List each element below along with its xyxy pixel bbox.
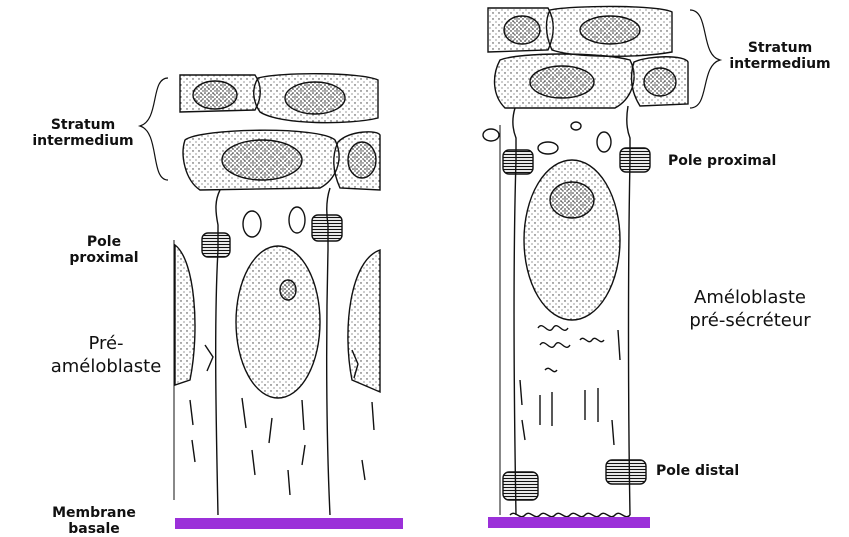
left-cell-label: Pré- améloblaste [36,332,176,379]
right-stratum-label: Stratum intermedium [725,40,835,72]
right-cell-drawing [483,6,688,528]
left-cell-drawing [174,74,403,529]
left-membrane-basale-bar [175,518,403,529]
left-membrane-label: Membrane basale [34,505,154,537]
right-pole-proximal-label: Pole proximal [668,153,818,169]
left-stratum-label: Stratum intermedium [28,117,138,149]
right-cell-line2: pré-sécréteur [670,309,830,332]
left-pole-proximal-label: Pole proximal [64,234,144,266]
right-cell-label: Améloblaste pré-sécréteur [670,286,830,333]
right-membrane-basale-bar [488,517,650,528]
left-membrane-line2: basale [34,521,154,537]
right-stratum-line1: Stratum [725,40,835,56]
left-stratum-cells [180,74,380,190]
left-stratum-line1: Stratum [28,117,138,133]
right-stratum-cells [488,6,688,108]
left-stratum-bracket [140,78,168,180]
left-cell-line2: améloblaste [36,355,176,378]
left-cell-line1: Pré- [36,332,176,355]
left-membrane-line1: Membrane [34,505,154,521]
right-stratum-bracket [690,10,720,108]
left-pole-line2: proximal [64,250,144,266]
right-stratum-line2: intermedium [725,56,835,72]
right-pole-distal-label: Pole distal [656,463,776,479]
left-pole-line1: Pole [64,234,144,250]
right-cell-line1: Améloblaste [670,286,830,309]
left-stratum-line2: intermedium [28,133,138,149]
